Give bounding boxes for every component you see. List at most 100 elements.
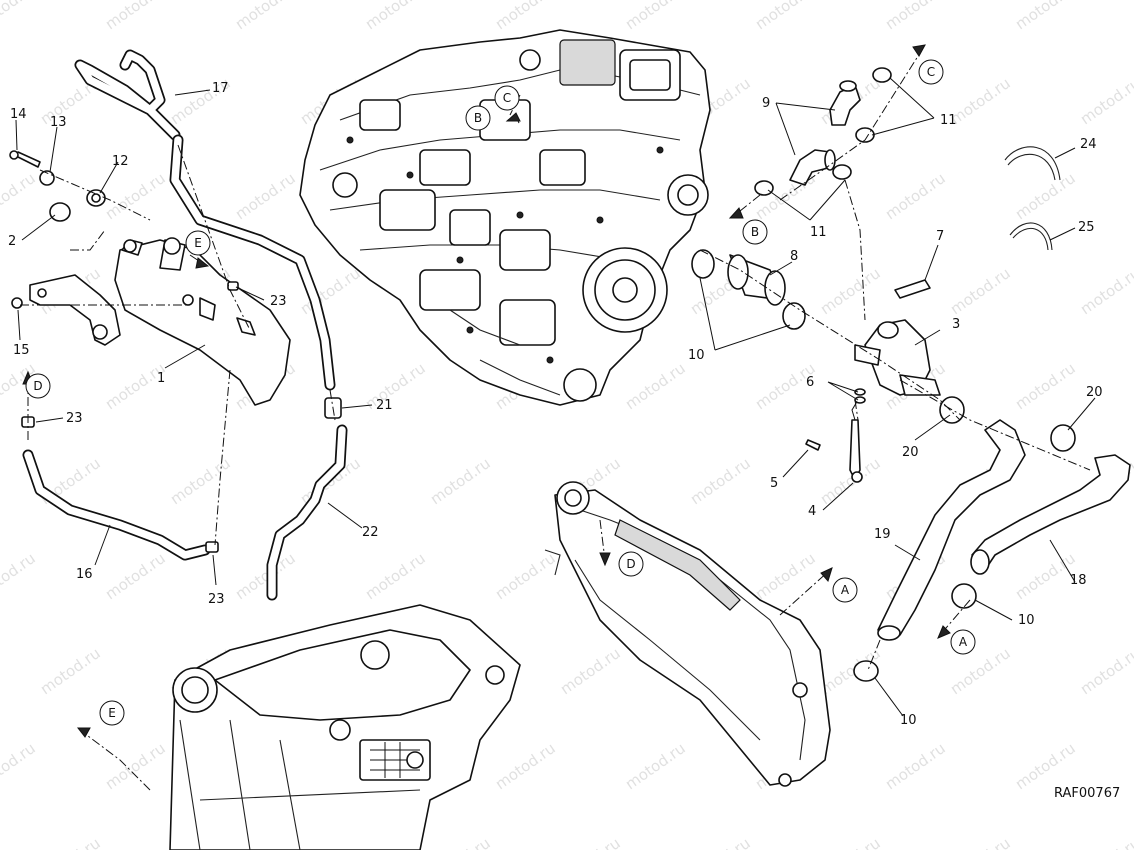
svg-text:B: B (474, 111, 482, 125)
hoses (22, 49, 1131, 641)
ref-marker-D-radiator: D (618, 551, 644, 577)
ref-marker-B-right: B (742, 219, 768, 245)
ref-marker-C-top: C (918, 59, 944, 85)
watermark-text: motod.ru (1077, 644, 1134, 698)
watermark-text: motod.ru (37, 834, 104, 850)
small-parts (9, 67, 1076, 682)
callout-11-mid: 11 (810, 225, 827, 240)
watermark-text: motod.ru (882, 0, 949, 33)
callout-17: 17 (212, 81, 229, 96)
svg-text:D: D (33, 379, 42, 393)
callout-5: 5 (770, 476, 778, 491)
watermark-text: motod.ru (1012, 0, 1079, 33)
watermark-text: motod.ru (1012, 549, 1079, 603)
callout-25: 25 (1078, 220, 1095, 235)
watermark-text: motod.ru (167, 454, 234, 508)
watermark-text: motod.ru (557, 644, 624, 698)
flow-arrows (22, 44, 951, 738)
ref-marker-B-engine: B (465, 105, 491, 131)
watermark-text: motod.ru (0, 169, 39, 223)
leader-lines (15, 77, 1096, 717)
callout-8: 8 (790, 249, 798, 264)
callout-12: 12 (112, 154, 129, 169)
callout-22: 22 (362, 525, 379, 540)
svg-text:C: C (503, 91, 511, 105)
watermark-text: motod.ru (752, 549, 819, 603)
ref-marker-A-hose: A (950, 629, 976, 655)
watermark-text: motod.ru (882, 739, 949, 793)
callout-19: 19 (874, 527, 891, 542)
callout-9: 9 (762, 96, 770, 111)
ref-marker-A-radiator: A (832, 577, 858, 603)
watermark-text: motod.ru (0, 739, 39, 793)
watermark-text: motod.ru (1012, 359, 1079, 413)
ref-marker-E-frame: E (99, 700, 125, 726)
watermark-text: motod.ru (687, 454, 754, 508)
ref-marker-C-engine: C (494, 85, 520, 111)
callout-13: 13 (50, 115, 67, 130)
callout-15: 15 (13, 343, 30, 358)
expansion-tank (29, 237, 291, 406)
watermark-text: motod.ru (622, 359, 689, 413)
svg-text:D: D (626, 557, 635, 571)
callout-labels: 1 2 3 4 5 6 7 8 9 10 10 10 11 11 12 13 1… (8, 81, 1103, 728)
ref-marker-D-left: D (25, 373, 51, 399)
callout-23-left: 23 (66, 411, 83, 426)
watermark-text: motod.ru (427, 834, 494, 850)
watermark-text: motod.ru (947, 74, 1014, 128)
svg-text:A: A (959, 635, 968, 649)
watermark-text: motod.ru (752, 0, 819, 33)
hose-18 (971, 454, 1131, 571)
watermark-text: motod.ru (1077, 834, 1134, 850)
watermark-text: motod.ru (37, 644, 104, 698)
watermark-text: motod.ru (362, 549, 429, 603)
watermark-text: motod.ru (232, 549, 299, 603)
watermark-text: motod.ru (882, 169, 949, 223)
watermark-text: motod.ru (1012, 169, 1079, 223)
svg-text:C: C (927, 65, 935, 79)
callout-14: 14 (10, 107, 27, 122)
reference-markers: C C B B E D D A A E (25, 59, 976, 726)
ref-marker-E-tank: E (185, 230, 211, 256)
watermark-text: motod.ru (232, 0, 299, 33)
watermark-text: motod.ru (0, 0, 39, 33)
watermark-text: motod.ru (947, 834, 1014, 850)
watermark-text: motod.ru (947, 264, 1014, 318)
watermark-text: motod.ru (102, 359, 169, 413)
watermark-text: motod.ru (102, 0, 169, 33)
watermark-text: motod.ru (622, 739, 689, 793)
hose-19 (877, 419, 1026, 636)
watermark-text: motod.ru (492, 739, 559, 793)
watermark-text: motod.ru (102, 549, 169, 603)
callout-3: 3 (952, 317, 960, 332)
callout-1: 1 (157, 371, 165, 386)
watermark-text: motod.ru (817, 834, 884, 850)
callout-4: 4 (808, 504, 816, 519)
callout-7: 7 (936, 229, 944, 244)
watermark-text: motod.ru (1077, 264, 1134, 318)
watermark-text: motod.ru (102, 739, 169, 793)
watermark-text: motod.ru (817, 264, 884, 318)
callout-20-left: 20 (902, 445, 919, 460)
watermark-text: motod.ru (492, 549, 559, 603)
watermark-text: motod.ru (1077, 74, 1134, 128)
watermark-text: motod.ru (492, 0, 559, 33)
callout-23-bottom: 23 (208, 592, 225, 607)
watermark-text: motod.ru (687, 834, 754, 850)
callout-18: 18 (1070, 573, 1087, 588)
svg-text:A: A (841, 583, 850, 597)
watermark-text: motod.ru (622, 0, 689, 33)
callout-10-left: 10 (688, 348, 705, 363)
drawing-code: RAF00767 (1054, 786, 1120, 801)
callout-23-top: 23 (270, 294, 287, 309)
callout-2: 2 (8, 234, 16, 249)
callout-11-top: 11 (940, 113, 957, 128)
callout-24: 24 (1080, 137, 1097, 152)
svg-text:E: E (194, 236, 202, 250)
callout-16: 16 (76, 567, 93, 582)
callout-20-right: 20 (1086, 385, 1103, 400)
watermark-text: motod.ru (427, 454, 494, 508)
callout-6: 6 (806, 375, 814, 390)
svg-text:B: B (751, 225, 759, 239)
